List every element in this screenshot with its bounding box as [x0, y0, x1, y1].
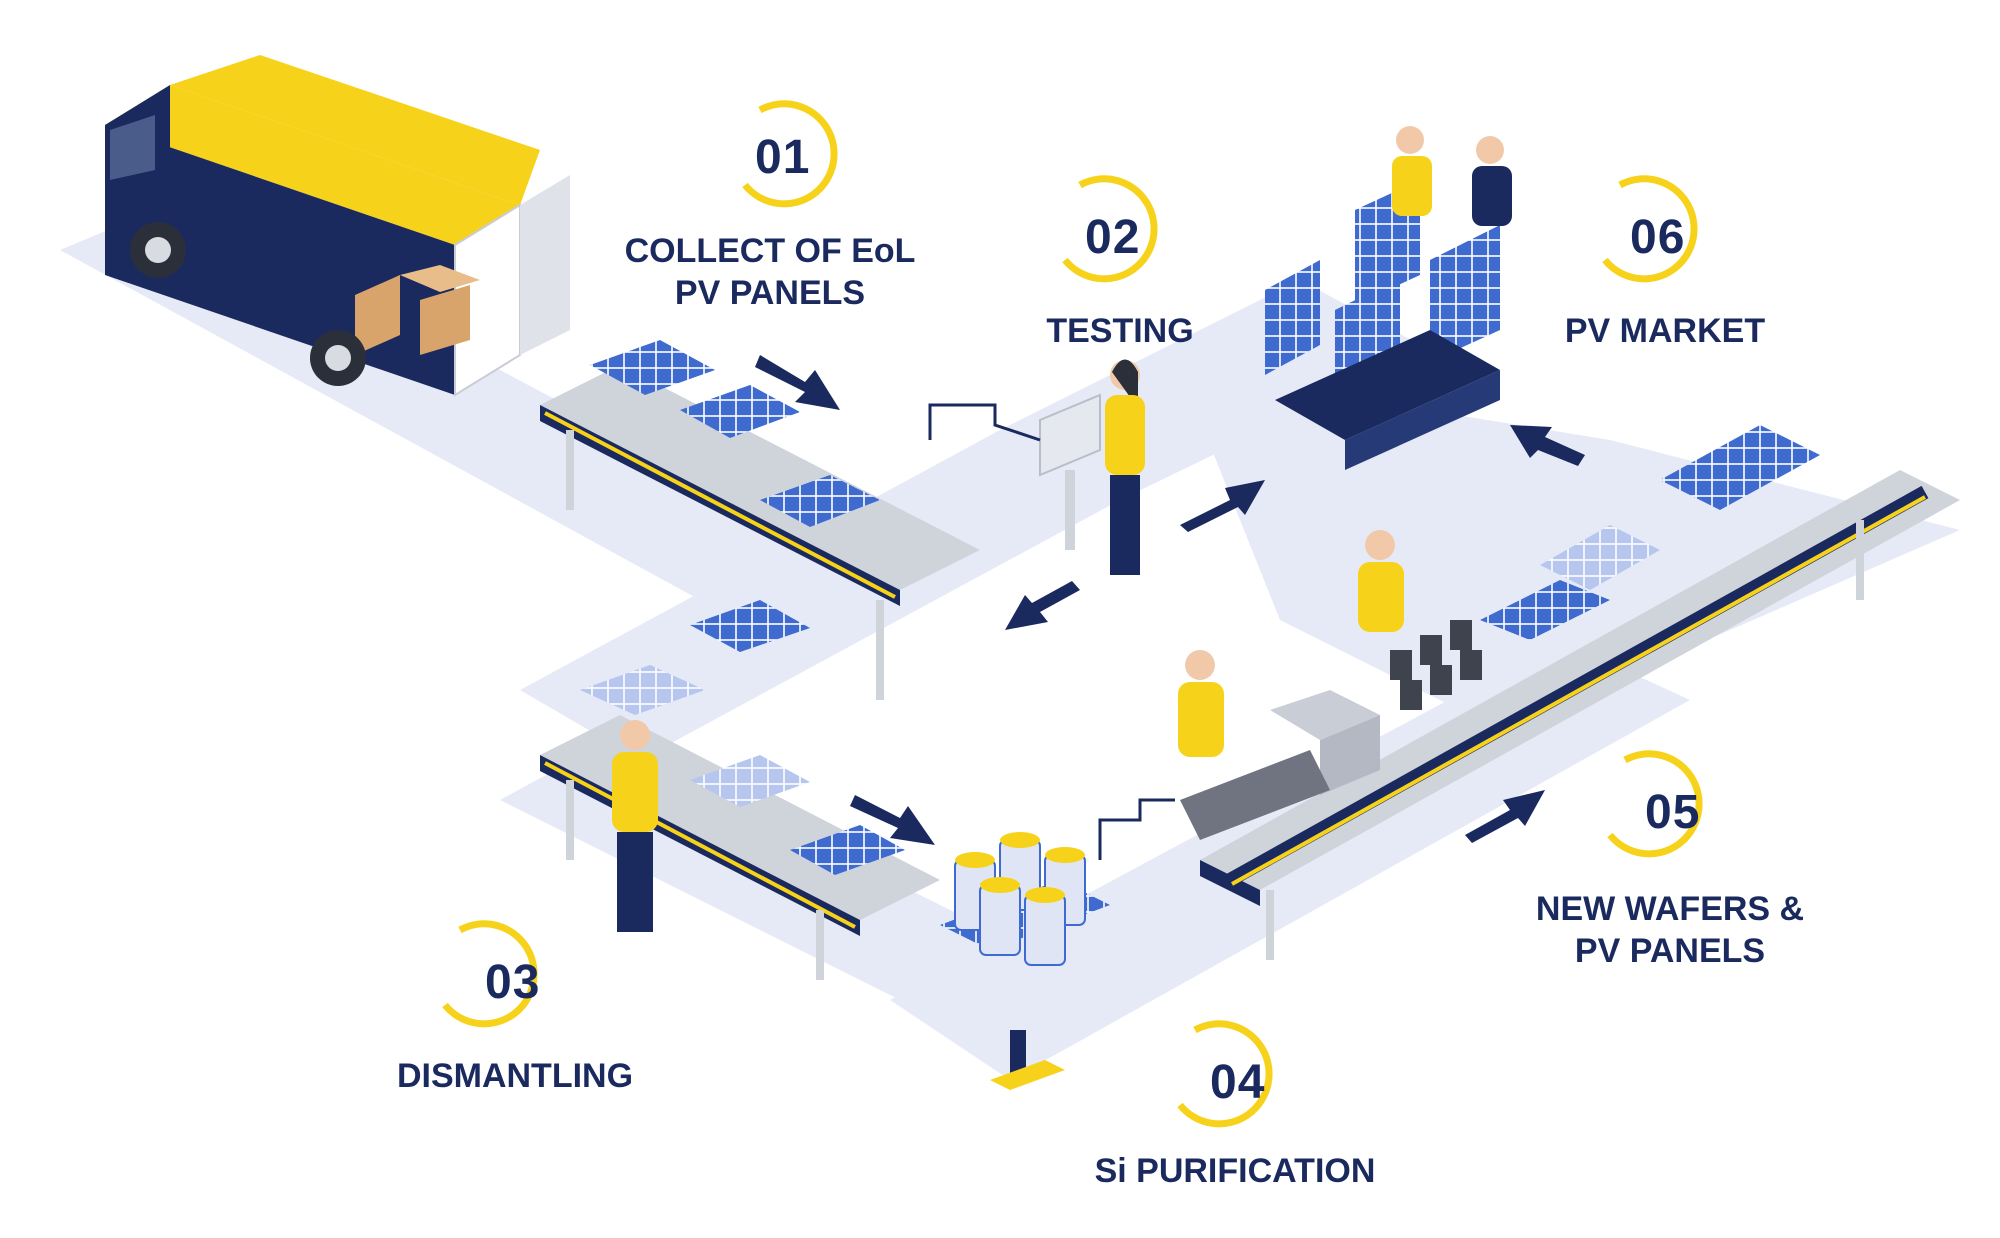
step-label-line-1: Si PURIFICATION — [1094, 1152, 1376, 1190]
step-number: 04 — [1210, 1056, 1266, 1109]
step-label-line-1: TESTING — [1046, 312, 1194, 350]
solar-panel-icon — [580, 340, 1820, 875]
step-number: 03 — [485, 956, 541, 1009]
step-label-line-2: PV PANELS — [674, 274, 866, 312]
step-label-line-1: NEW WAFERS & — [1535, 890, 1805, 928]
step-number: 06 — [1630, 211, 1686, 264]
step-label-line-2: PV PANELS — [1574, 932, 1766, 970]
step-number: 01 — [755, 131, 811, 184]
step-label-line-1: PV MARKET — [1564, 312, 1766, 350]
step-number: 02 — [1085, 211, 1141, 264]
purification-tanks — [940, 798, 1175, 1090]
truck-icon — [105, 55, 570, 397]
worker-icon — [612, 126, 1512, 932]
circular-arrow-icon — [442, 100, 1703, 1128]
step-number: 05 — [1645, 786, 1701, 839]
market-panels — [1265, 180, 1500, 470]
step-label-line-1: DISMANTLING — [396, 1057, 634, 1095]
arrow-icon — [755, 355, 1585, 845]
wafer-machine — [1180, 620, 1482, 840]
step-label-line-1: COLLECT OF EoL — [624, 232, 916, 270]
testing-kiosk — [928, 393, 1101, 550]
